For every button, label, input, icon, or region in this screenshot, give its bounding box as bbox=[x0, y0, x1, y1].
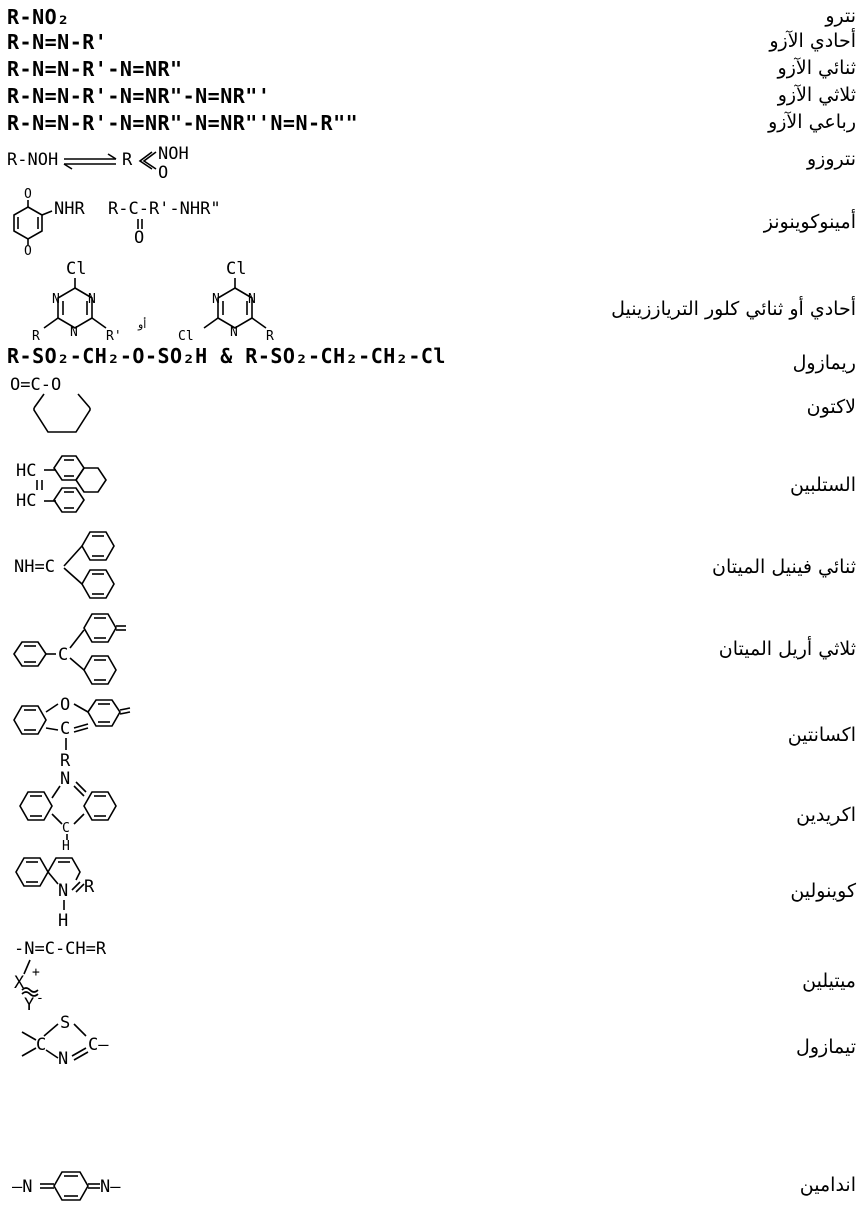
list-item: -N=C-CH=R + X Y - ميتيلين bbox=[0, 930, 864, 1012]
list-item: S C N C– تيمازول bbox=[0, 1012, 864, 1068]
compound-name: ثنائي الآزو bbox=[777, 57, 856, 79]
acridine-structure: N C H bbox=[19, 769, 117, 850]
svg-text:R: R bbox=[32, 329, 40, 344]
chemical-formula: R-N=N-R'-N=NR"-N=NR"'N=N-R"" bbox=[7, 111, 359, 135]
compound-name: نتروزو bbox=[806, 148, 856, 170]
list-item: NH=C ثنائي فينيل الميتان bbox=[0, 524, 864, 602]
svg-text:R-NOH: R-NOH bbox=[7, 150, 58, 170]
aminoquinone-structure: O O NHR R-C-R'-NHR" O bbox=[13, 187, 221, 255]
svg-text:R: R bbox=[84, 877, 95, 897]
compound-name: أحادي أو ثنائي كلور الترياززينيل bbox=[611, 298, 856, 320]
compound-name: ثنائي فينيل الميتان bbox=[712, 556, 856, 578]
svg-text:Y: Y bbox=[24, 995, 34, 1012]
list-item: HC HC الستلبين bbox=[0, 446, 864, 520]
nitroso-structure: R-NOH R NOH O bbox=[7, 144, 189, 183]
svg-text:-: - bbox=[36, 991, 44, 1006]
svg-text:HC: HC bbox=[16, 461, 36, 481]
xanthene-structure: O C R bbox=[13, 695, 131, 770]
svg-text:O: O bbox=[60, 695, 70, 715]
thiazole-structure: S C N C– bbox=[21, 1013, 109, 1068]
chemical-formula: R-N=N-R'-N=NR"-N=NR"' bbox=[7, 84, 271, 108]
list-item: O C R اكسانتين bbox=[0, 688, 864, 770]
svg-text:HC: HC bbox=[16, 491, 36, 511]
svg-text:O: O bbox=[134, 228, 144, 248]
list-item: –N N– اندامين bbox=[0, 1160, 864, 1206]
svg-text:S: S bbox=[60, 1013, 70, 1033]
chemical-formula: R-N=N-R'-N=NR" bbox=[7, 57, 183, 81]
svg-text:NOH: NOH bbox=[158, 144, 189, 164]
svg-text:–N: –N bbox=[12, 1177, 32, 1197]
svg-text:N: N bbox=[52, 292, 60, 307]
svg-text:Cl: Cl bbox=[226, 259, 246, 279]
svg-text:C: C bbox=[36, 1035, 46, 1055]
svg-text:X: X bbox=[14, 973, 25, 993]
svg-text:O=C-O: O=C-O bbox=[10, 375, 61, 395]
svg-text:R: R bbox=[60, 751, 71, 770]
compound-name: أحادي الآزو bbox=[769, 30, 856, 52]
diphenylmethane-structure: NH=C bbox=[14, 531, 115, 599]
svg-text:N: N bbox=[60, 769, 70, 789]
compound-name: الستلبين bbox=[790, 474, 856, 496]
compound-name: نترو bbox=[825, 5, 856, 27]
compound-name: كوينولين bbox=[790, 880, 856, 902]
list-item: R-NOH R NOH O نتروزو bbox=[0, 138, 864, 183]
list-item: O=C-O لاكتون bbox=[0, 370, 864, 442]
list-item: C ثلاثي أريل الميتان bbox=[0, 604, 864, 686]
stilbene-structure: HC HC bbox=[16, 455, 107, 513]
compound-name: اكسانتين bbox=[787, 724, 856, 746]
list-item: O O NHR R-C-R'-NHR" O أمينوكوينونز bbox=[0, 183, 864, 255]
svg-text:N: N bbox=[88, 292, 96, 307]
svg-text:+: + bbox=[32, 965, 40, 980]
svg-text:N–: N– bbox=[100, 1177, 121, 1197]
triarylmethane-structure: C bbox=[13, 613, 126, 685]
triazinyl-structure: Cl N N N R R' أو Cl N N N Cl R bbox=[32, 259, 274, 344]
svg-text:N: N bbox=[248, 292, 256, 307]
svg-text:O: O bbox=[24, 244, 32, 255]
compound-name: ثلاثي أريل الميتان bbox=[718, 638, 856, 660]
quinoline-structure: N R H bbox=[15, 857, 95, 931]
svg-text:R-C-R'-NHR": R-C-R'-NHR" bbox=[108, 199, 221, 219]
compound-name: اكريدين bbox=[796, 804, 856, 826]
svg-text:-N=C-CH=R: -N=C-CH=R bbox=[14, 939, 107, 959]
svg-text:N: N bbox=[212, 292, 220, 307]
lactone-structure: O=C-O bbox=[10, 375, 91, 433]
chemical-formula: R-N=N-R' bbox=[7, 30, 108, 54]
svg-text:C: C bbox=[62, 821, 70, 836]
svg-text:NH=C: NH=C bbox=[14, 557, 55, 577]
indamine-structure: –N N– bbox=[12, 1171, 121, 1201]
svg-text:Cl: Cl bbox=[178, 329, 194, 344]
compound-name: ريمازول bbox=[792, 352, 856, 374]
compound-name: أمينوكوينونز bbox=[763, 211, 856, 233]
compound-name: اندامين bbox=[799, 1174, 856, 1196]
svg-text:O: O bbox=[24, 187, 32, 202]
svg-text:N: N bbox=[70, 325, 78, 340]
svg-text:R': R' bbox=[106, 329, 122, 344]
svg-text:Cl: Cl bbox=[66, 259, 86, 279]
svg-text:C: C bbox=[58, 645, 68, 665]
chemical-formula: R-NO₂ bbox=[7, 5, 70, 29]
svg-text:أو: أو bbox=[137, 317, 146, 331]
chemical-formula: R-SO₂-CH₂-O-SO₂H & R-SO₂-CH₂-CH₂-Cl bbox=[7, 344, 446, 368]
compound-name: لاكتون bbox=[806, 396, 856, 418]
svg-text:R: R bbox=[122, 150, 133, 170]
list-item: N R H كوينولين bbox=[0, 850, 864, 932]
compound-name: تيمازول bbox=[796, 1036, 856, 1058]
svg-text:C–: C– bbox=[88, 1035, 109, 1055]
svg-text:C: C bbox=[60, 719, 70, 739]
svg-text:NHR: NHR bbox=[54, 199, 85, 219]
compound-name: رباعي الآزو bbox=[768, 111, 856, 133]
svg-text:N: N bbox=[58, 881, 68, 901]
compound-name: ميتيلين bbox=[802, 970, 856, 992]
svg-text:N: N bbox=[58, 1049, 68, 1068]
compound-name: ثلاثي الآزو bbox=[777, 84, 856, 106]
svg-text:O: O bbox=[158, 163, 168, 183]
svg-text:H: H bbox=[58, 911, 68, 931]
methylene-structure: -N=C-CH=R + X Y - bbox=[14, 939, 107, 1012]
svg-text:R: R bbox=[266, 329, 274, 344]
svg-text:N: N bbox=[230, 325, 238, 340]
list-item: Cl N N N R R' أو Cl N N N Cl R أح bbox=[0, 258, 864, 344]
svg-text:H: H bbox=[62, 839, 70, 850]
list-item: N C H اكريدين bbox=[0, 768, 864, 850]
